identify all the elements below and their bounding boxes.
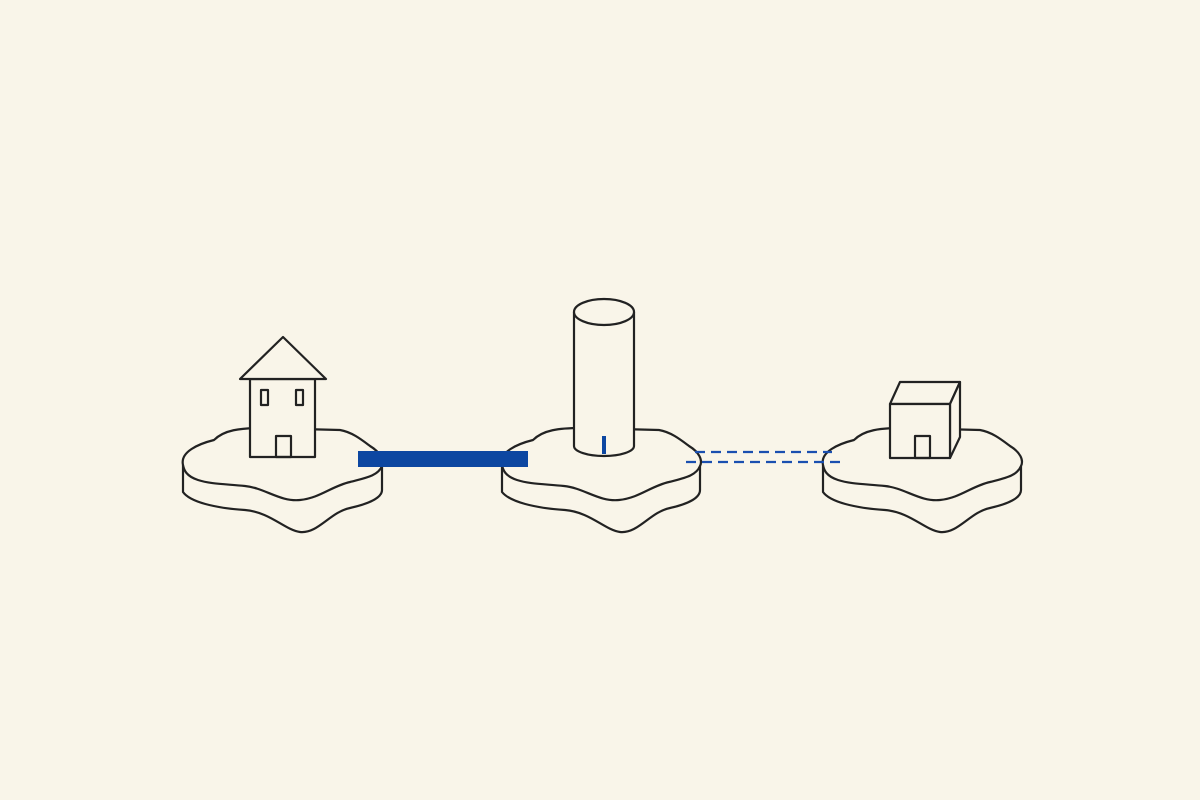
center-island <box>500 297 703 534</box>
right-island-top <box>821 426 1024 502</box>
left-island-top <box>181 426 384 502</box>
left-island <box>181 335 384 534</box>
house-icon <box>238 335 328 459</box>
dashed-bridge-link <box>686 450 846 464</box>
cylinder-tower-icon <box>572 297 636 458</box>
center-island-top <box>500 426 703 502</box>
cube-box-icon <box>888 380 962 460</box>
solid-bridge-link <box>358 451 528 467</box>
right-island <box>821 380 1024 534</box>
